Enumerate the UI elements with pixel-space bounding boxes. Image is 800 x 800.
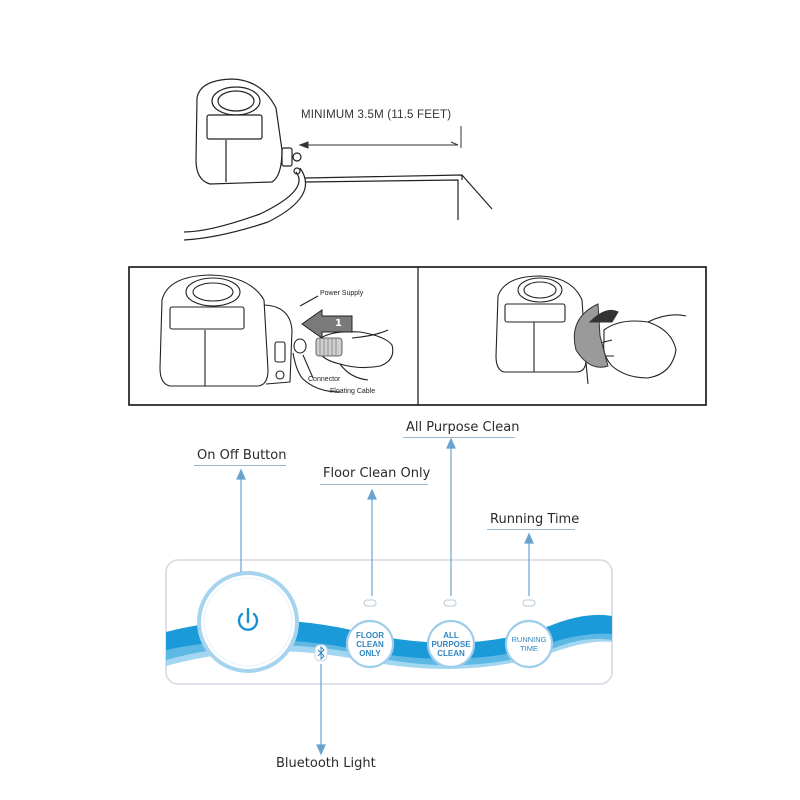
allpurpose-clean-annotation: All Purpose Clean [406,420,520,435]
running-time-underline [487,529,575,530]
robot-device-top [195,78,283,185]
minimum-distance-label: MINIMUM 3.5M (11.5 FEET) [301,109,452,121]
step-number: 1 [335,318,342,329]
device-display [206,114,263,140]
floor-clean-underline [320,484,428,485]
floor-clean-annotation: Floor Clean Only [323,466,431,481]
power-cable [183,171,300,233]
allpurpose-underline [403,437,515,438]
on-off-button-annotation: On Off Button [197,448,287,463]
connector-label: Connector [308,376,341,383]
bluetooth-light-annotation: Bluetooth Light [276,756,376,771]
table [304,174,493,210]
running-time-annotation: Running Time [490,512,580,527]
on-off-underline [194,465,286,466]
power-supply-label: Power Supply [320,290,364,297]
floating-cable-label: Floating Cable [330,388,376,395]
